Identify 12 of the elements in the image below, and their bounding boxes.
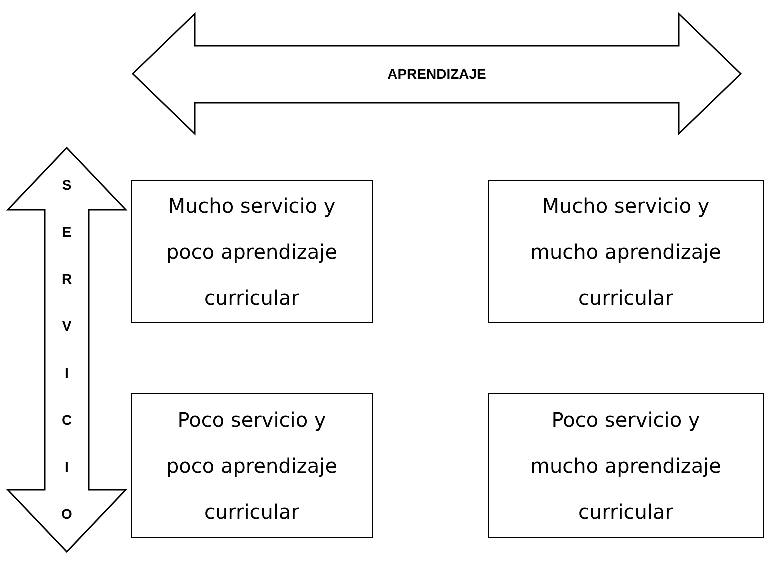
quadrant-label: Mucho servicio y poco aprendizaje curricular xyxy=(165,192,339,312)
quadrant-box xyxy=(131,180,373,323)
quadrant-box xyxy=(131,393,373,538)
quadrant-box xyxy=(488,180,764,323)
quadrant-box xyxy=(488,393,764,538)
double-arrow-shape xyxy=(133,14,741,134)
double-arrow-shape xyxy=(8,148,126,552)
axis-label: SERVICIO xyxy=(61,176,73,524)
quadrant-label: Mucho servicio y mucho aprendizaje curricular xyxy=(529,192,722,312)
quadrant-label: Poco servicio y mucho aprendizaje curricular xyxy=(529,406,722,526)
axis-label: APRENDIZAJE xyxy=(388,66,486,82)
quadrant-label: Poco servicio y poco aprendizaje curricular xyxy=(165,406,339,526)
